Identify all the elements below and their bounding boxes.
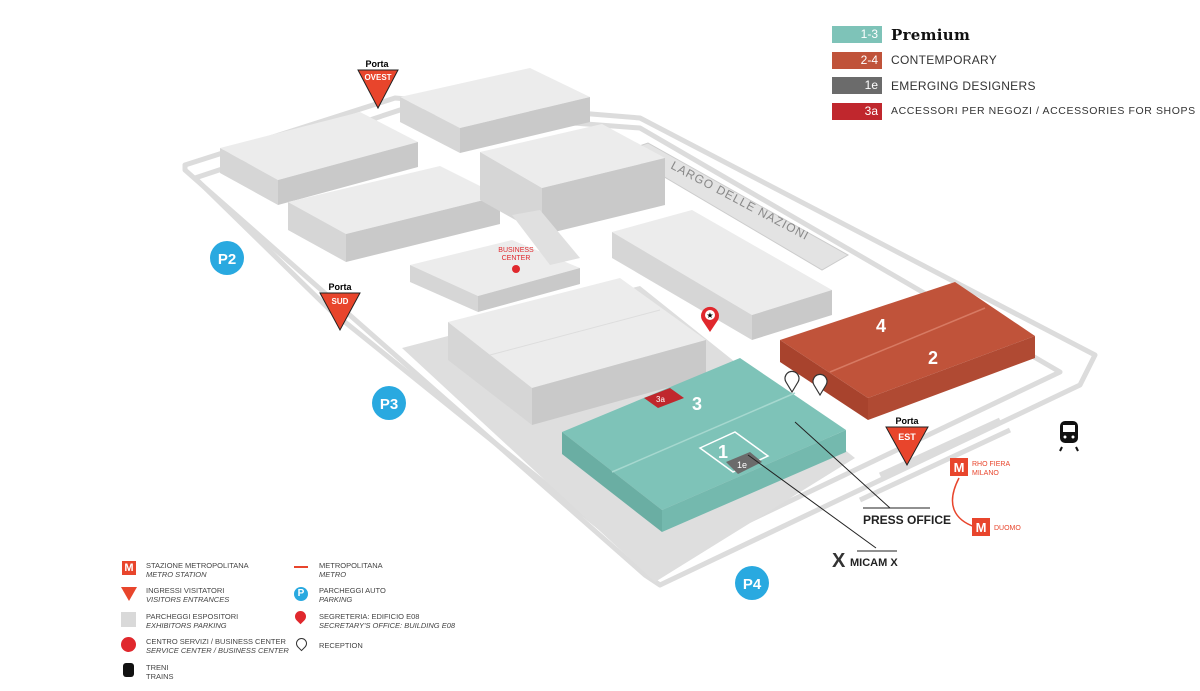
- hall-1-3[interactable]: 3 1: [562, 358, 846, 532]
- train-icon[interactable]: [1059, 421, 1079, 452]
- service-center-icon: [121, 637, 136, 652]
- micam-label: MICAM X: [850, 557, 898, 569]
- hall-1-outline: [698, 431, 770, 473]
- parking-p2[interactable]: P2: [210, 241, 244, 275]
- hall-1e[interactable]: 1e: [726, 452, 762, 474]
- building: [220, 112, 418, 205]
- gate-sud[interactable]: Porta SUD: [319, 282, 361, 332]
- hall-3-label: 3: [692, 394, 702, 414]
- business-center-building: [410, 210, 580, 312]
- metro-icon: M: [122, 561, 136, 575]
- svg-text:Porta: Porta: [895, 416, 919, 426]
- svg-text:RHO FIERA: RHO FIERA: [972, 461, 1010, 468]
- metro-line-icon: [294, 566, 308, 568]
- building: [288, 166, 500, 262]
- parking-icon: P: [294, 587, 308, 601]
- svg-text:EST: EST: [898, 432, 916, 442]
- parking-p3[interactable]: P3: [372, 386, 406, 420]
- svg-text:M: M: [976, 520, 987, 535]
- buildings: [220, 68, 832, 425]
- micam-leader: [747, 454, 877, 549]
- hall-4-label: 4: [876, 316, 886, 336]
- entrance-icon: [121, 587, 137, 601]
- svg-text:DUOMO: DUOMO: [994, 525, 1021, 532]
- svg-text:1e: 1e: [737, 460, 747, 470]
- metro-station-rho-fiera[interactable]: M RHO FIERA MILANO: [950, 458, 1010, 477]
- gate-est[interactable]: Porta EST: [885, 416, 929, 467]
- reception-icon[interactable]: [812, 373, 828, 397]
- reception-icon[interactable]: [784, 370, 800, 394]
- exhibitor-parking-icon: [121, 612, 136, 627]
- metro-line: [951, 477, 976, 528]
- hall-1-label: 1: [718, 442, 728, 462]
- svg-text:P2: P2: [218, 251, 236, 268]
- svg-text:M: M: [954, 460, 965, 475]
- svg-text:3a: 3a: [656, 395, 665, 404]
- gate-ovest[interactable]: Porta OVEST: [357, 59, 399, 110]
- micam-x-logo: X: [832, 550, 846, 572]
- svg-text:MILANO: MILANO: [972, 470, 999, 477]
- metro-station-duomo[interactable]: M DUOMO: [972, 518, 1021, 536]
- building: [400, 68, 590, 153]
- hall-3a[interactable]: 3a: [644, 388, 684, 408]
- business-center-label-2: CENTER: [502, 255, 531, 262]
- svg-text:P4: P4: [743, 576, 762, 593]
- svg-text:Porta: Porta: [365, 59, 389, 69]
- service-center-icon: [512, 265, 520, 273]
- secretary-office-icon[interactable]: ★: [701, 306, 719, 332]
- press-office-label[interactable]: PRESS OFFICE: [863, 513, 951, 527]
- svg-text:Porta: Porta: [328, 282, 352, 292]
- hall-2-label: 2: [928, 348, 938, 368]
- svg-text:OVEST: OVEST: [364, 73, 391, 82]
- press-office-leader: [794, 421, 891, 509]
- train-icon: [123, 663, 134, 677]
- business-center-label: BUSINESS: [498, 247, 534, 254]
- svg-text:P3: P3: [380, 396, 398, 413]
- building: [448, 278, 706, 425]
- parking-p4[interactable]: P4: [735, 566, 769, 600]
- svg-text:SUD: SUD: [332, 297, 349, 306]
- svg-text:★: ★: [706, 311, 713, 320]
